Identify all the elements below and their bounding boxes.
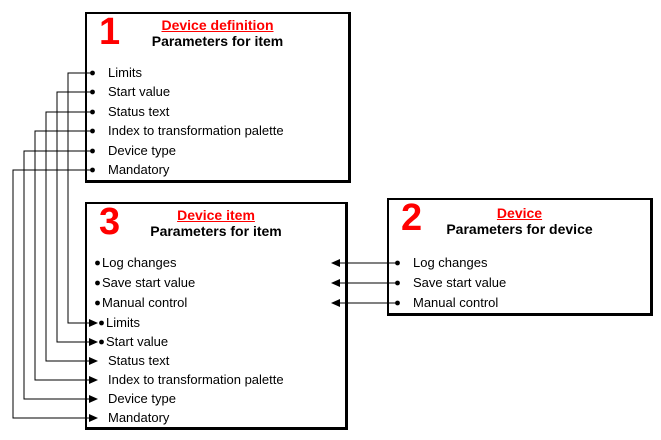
box3-item-mandatory: Mandatory (108, 410, 170, 425)
connector-mandatory (12, 169, 92, 419)
box3-subtitle: Parameters for item (150, 223, 282, 239)
box1-subtitle: Parameters for item (151, 33, 284, 49)
box2-item-manual-control: Manual control (413, 295, 499, 310)
box1-item-status-text: Status text (108, 104, 170, 119)
box1-header: Device definition Parameters for item (87, 17, 348, 50)
box1-item-start-value: Start value (108, 84, 171, 99)
box3-item-log-changes: Log changes (102, 255, 177, 270)
box3-number: 3 (99, 201, 121, 243)
box2-subtitle: Parameters for device (446, 221, 593, 237)
box2-item-save-start-value: Save start value (413, 275, 507, 290)
box1-title: Device definition (161, 17, 274, 33)
box3-item-device-type: Device type (108, 391, 176, 406)
box3-item-start-value: Start value (106, 334, 169, 349)
box3-item-save-start-value: Save start value (102, 275, 196, 290)
box3-header: Device item Parameters for item (87, 207, 345, 240)
box1-item-device-type: Device type (108, 143, 176, 158)
box3-item-manual-control: Manual control (102, 295, 188, 310)
box3-item-limits: Limits (106, 315, 140, 330)
box-device-definition: 1 Device definition Parameters for item … (85, 11, 351, 183)
box1-item-limits: Limits (108, 65, 142, 80)
box1-item-index-palette: Index to transformation palette (108, 123, 284, 138)
box2-header: Device Parameters for device (389, 205, 650, 238)
box2-item-log-changes: Log changes (413, 255, 488, 270)
connector-index-palette (34, 130, 92, 381)
box1-item-mandatory: Mandatory (108, 162, 170, 177)
box1-number: 1 (99, 11, 121, 53)
box-device-item: 3 Device item Parameters for item Log ch… (85, 201, 348, 430)
box3-item-status-text: Status text (108, 353, 170, 368)
box3-title: Device item (177, 207, 255, 223)
box3-item-index-palette: Index to transformation palette (108, 372, 284, 387)
box2-number: 2 (401, 197, 423, 239)
connector-device-type (23, 150, 92, 400)
box2-title: Device (496, 205, 543, 221)
box-device: 2 Device Parameters for device Log chang… (387, 197, 653, 316)
